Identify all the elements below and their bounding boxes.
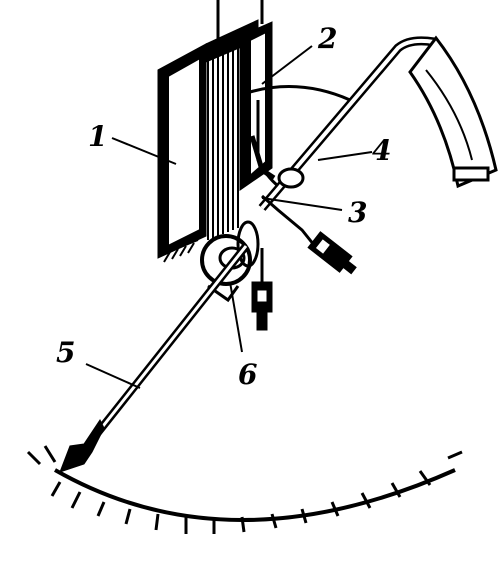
damper-arm [258,35,498,211]
label-magnet: 2 [317,22,337,55]
leader-6 [229,281,243,353]
label-arm: 4 [372,134,391,167]
scale-ticks [26,445,463,534]
leader-1 [111,137,177,165]
label-pointer: 5 [56,336,75,369]
damper-chamber [408,35,498,189]
pointer [59,243,250,473]
ground-symbol [163,239,199,263]
label-axle: 6 [238,358,257,391]
axle-assembly [200,220,260,303]
pivot-ring [277,167,305,189]
coil-windings [207,40,239,240]
leader-4 [317,151,373,161]
pivot-assembly [251,167,357,331]
label-coil: 1 [88,120,107,153]
scale-arc [54,468,456,522]
magnet-sector [249,85,351,188]
leader-2 [261,45,313,85]
pointer-tip [59,419,105,473]
leader-3 [261,197,343,211]
coil [157,0,273,263]
leader-lines [85,45,373,389]
leader-5 [85,363,141,389]
label-pivot: 3 [348,196,367,229]
counterweight-right [307,231,357,275]
dial-scale [26,445,463,534]
counterweight-down [251,248,273,331]
